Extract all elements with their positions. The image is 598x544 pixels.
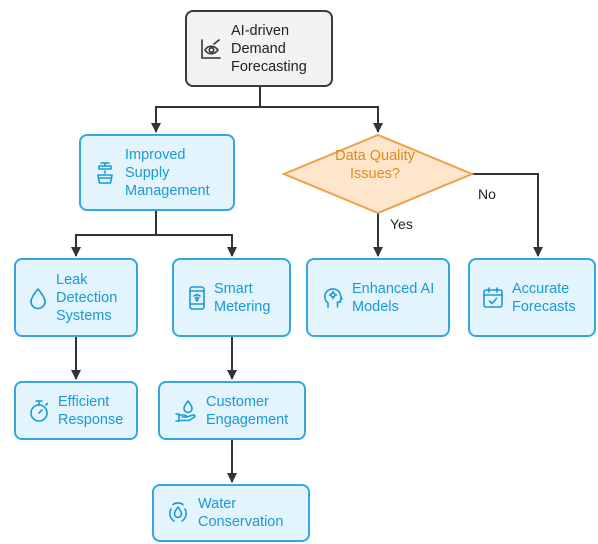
node-efficient[interactable]: Efficient Response <box>14 381 138 440</box>
faucet-icon <box>93 160 117 186</box>
edge-root-supply <box>151 87 261 133</box>
stopwatch-icon <box>28 399 50 423</box>
eye-chart-icon <box>199 37 223 61</box>
node-efficient-label: Efficient Response <box>58 393 124 428</box>
node-supply[interactable]: Improved Supply Management <box>79 134 235 211</box>
node-conservation-label: Water Conservation <box>198 496 284 530</box>
node-metering-label: Smart Metering <box>214 280 271 315</box>
node-conservation[interactable]: Water Conservation <box>152 484 310 542</box>
ai-head-icon <box>322 286 344 310</box>
node-accurate[interactable]: Accurate Forecasts <box>468 258 596 337</box>
edge-label-yes: Yes <box>390 216 413 232</box>
node-engagement[interactable]: Customer Engagement <box>158 381 306 440</box>
node-leak-label: Leak Detection Systems <box>56 271 118 324</box>
calendar-check-icon <box>482 286 504 310</box>
edge-decision-accurate <box>472 173 543 257</box>
droplet-icon <box>28 286 48 310</box>
decision-diamond <box>281 133 475 215</box>
node-enhanced-label: Enhanced AI Models <box>352 280 435 315</box>
edge-supply-metering <box>156 234 237 257</box>
node-enhanced[interactable]: Enhanced AI Models <box>306 258 450 337</box>
node-metering[interactable]: Smart Metering <box>172 258 291 337</box>
edge-label-no: No <box>478 186 496 202</box>
edge-root-decision <box>260 106 383 133</box>
water-drop-circle-icon <box>166 501 190 525</box>
smartphone-icon <box>188 285 206 311</box>
node-leak[interactable]: Leak Detection Systems <box>14 258 138 337</box>
hand-water-icon <box>174 399 198 423</box>
node-root[interactable]: AI-driven Demand Forecasting <box>185 10 333 87</box>
node-root-label: AI-driven Demand Forecasting <box>231 22 307 75</box>
node-accurate-label: Accurate Forecasts <box>512 280 576 315</box>
node-supply-label: Improved Supply Management <box>125 146 210 199</box>
decision-label: Data Quality Issues? <box>335 148 415 182</box>
edge-supply-leak <box>71 211 157 257</box>
node-engagement-label: Customer Engagement <box>206 393 289 428</box>
